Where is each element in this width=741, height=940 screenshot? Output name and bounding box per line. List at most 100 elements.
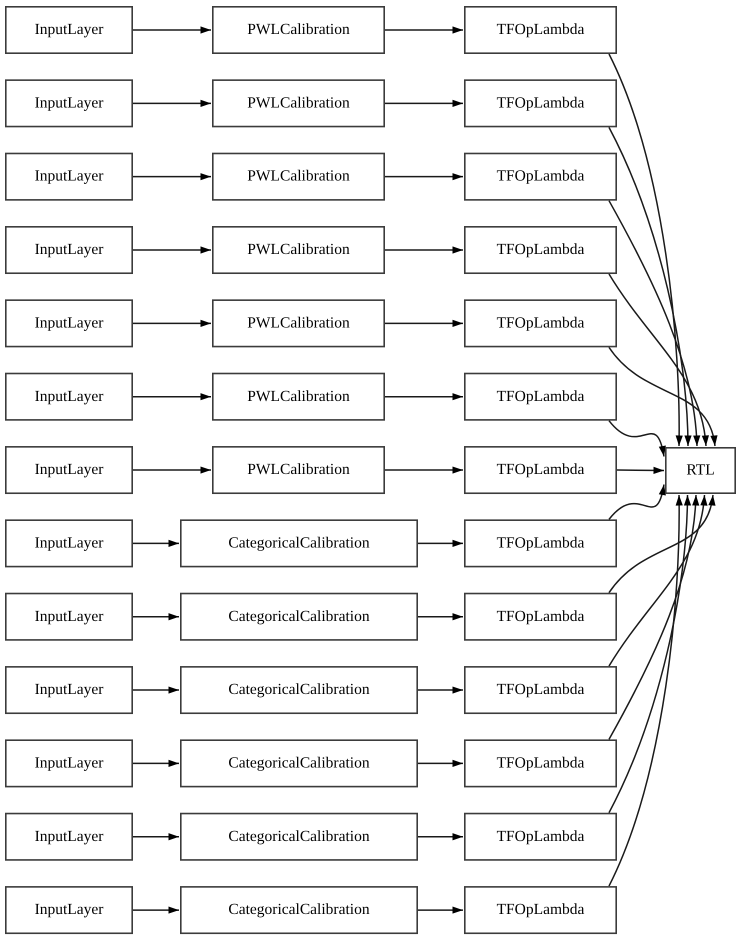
node-input-layer-5-label: InputLayer <box>35 314 105 331</box>
node-categorical-calibration-8-label: CategoricalCalibration <box>228 534 369 551</box>
node-input-layer-2-label: InputLayer <box>35 94 105 111</box>
node-categorical-calibration-9-label: CategoricalCalibration <box>228 608 369 625</box>
node-categorical-calibration-12[interactable]: CategoricalCalibration <box>180 812 418 861</box>
node-categorical-calibration-13-label: CategoricalCalibration <box>228 901 369 918</box>
node-categorical-calibration-13[interactable]: CategoricalCalibration <box>180 886 418 935</box>
node-tf-op-lambda-8[interactable]: TFOpLambda <box>463 519 617 568</box>
node-pwl-calibration-2-label: PWLCalibration <box>247 94 350 111</box>
node-tf-op-lambda-5[interactable]: TFOpLambda <box>463 299 617 348</box>
edge-lambda-to-rtl-1-line <box>608 53 680 447</box>
edge-calibration-to-lambda-5-arrowhead <box>452 319 463 327</box>
edge-lambda-to-rtl-10-arrowhead <box>700 495 708 506</box>
edge-calibration-to-lambda-2-arrowhead <box>452 99 463 107</box>
node-tf-op-lambda-11-rect <box>463 739 617 788</box>
node-categorical-calibration-10[interactable]: CategoricalCalibration <box>180 666 418 715</box>
node-tf-op-lambda-1[interactable]: TFOpLambda <box>463 6 617 55</box>
node-rtl-output[interactable]: RTL <box>664 446 736 494</box>
node-input-layer-7-rect <box>5 446 134 495</box>
node-categorical-calibration-8[interactable]: CategoricalCalibration <box>180 519 418 568</box>
node-categorical-calibration-8-rect <box>180 519 418 568</box>
node-input-layer-8-label: InputLayer <box>35 534 105 551</box>
edges-layer <box>133 26 718 914</box>
node-tf-op-lambda-11[interactable]: TFOpLambda <box>463 739 617 788</box>
node-categorical-calibration-9[interactable]: CategoricalCalibration <box>180 592 418 641</box>
edge-input-to-calibration-8-arrowhead <box>168 539 179 547</box>
edge-input-to-calibration-1-arrowhead <box>200 26 211 34</box>
edge-lambda-to-rtl-11-line <box>608 494 697 740</box>
node-pwl-calibration-3-rect <box>212 152 385 201</box>
node-input-layer-11-label: InputLayer <box>35 754 105 771</box>
node-input-layer-5[interactable]: InputLayer <box>5 299 134 348</box>
node-tf-op-lambda-6[interactable]: TFOpLambda <box>463 372 617 421</box>
node-pwl-calibration-6-rect <box>212 372 385 421</box>
node-input-layer-12[interactable]: InputLayer <box>5 812 134 861</box>
node-input-layer-10[interactable]: InputLayer <box>5 666 134 715</box>
node-tf-op-lambda-12[interactable]: TFOpLambda <box>463 812 617 861</box>
node-pwl-calibration-7-rect <box>212 446 385 495</box>
node-tf-op-lambda-9-label: TFOpLambda <box>497 608 585 625</box>
node-categorical-calibration-11[interactable]: CategoricalCalibration <box>180 739 418 788</box>
node-pwl-calibration-6[interactable]: PWLCalibration <box>212 372 385 421</box>
node-tf-op-lambda-3[interactable]: TFOpLambda <box>463 152 617 201</box>
node-pwl-calibration-7[interactable]: PWLCalibration <box>212 446 385 495</box>
node-tf-op-lambda-12-label: TFOpLambda <box>497 828 585 845</box>
node-input-layer-3-label: InputLayer <box>35 168 105 185</box>
node-pwl-calibration-5[interactable]: PWLCalibration <box>212 299 385 348</box>
node-input-layer-6-label: InputLayer <box>35 388 105 405</box>
node-input-layer-13[interactable]: InputLayer <box>5 886 134 935</box>
edge-lambda-to-rtl-1-arrowhead <box>675 435 683 446</box>
edge-lambda-to-rtl-8-arrowhead <box>658 484 666 496</box>
node-tf-op-lambda-9-rect <box>463 592 617 641</box>
node-categorical-calibration-11-label: CategoricalCalibration <box>228 754 369 771</box>
node-pwl-calibration-1[interactable]: PWLCalibration <box>212 6 385 55</box>
edge-calibration-to-lambda-9-arrowhead <box>452 613 463 621</box>
node-input-layer-2[interactable]: InputLayer <box>5 79 134 128</box>
node-tf-op-lambda-2[interactable]: TFOpLambda <box>463 79 617 128</box>
node-tf-op-lambda-9[interactable]: TFOpLambda <box>463 592 617 641</box>
node-rtl-output-rect <box>664 446 736 494</box>
edge-input-to-calibration-12-arrowhead <box>168 833 179 841</box>
node-input-layer-13-rect <box>5 886 134 935</box>
node-pwl-calibration-4[interactable]: PWLCalibration <box>212 226 385 275</box>
node-input-layer-8[interactable]: InputLayer <box>5 519 134 568</box>
node-tf-op-lambda-5-label: TFOpLambda <box>497 314 585 331</box>
node-pwl-calibration-2[interactable]: PWLCalibration <box>212 79 385 128</box>
edge-lambda-to-rtl-3-arrowhead <box>693 435 701 446</box>
node-input-layer-9-label: InputLayer <box>35 608 105 625</box>
edge-lambda-to-rtl-9-arrowhead <box>708 495 716 506</box>
node-tf-op-lambda-7[interactable]: TFOpLambda <box>463 446 617 495</box>
node-input-layer-1[interactable]: InputLayer <box>5 6 134 55</box>
node-input-layer-4-label: InputLayer <box>35 241 105 258</box>
node-tf-op-lambda-10-label: TFOpLambda <box>497 681 585 698</box>
node-tf-op-lambda-3-rect <box>463 152 617 201</box>
edge-lambda-to-rtl-5-arrowhead <box>710 435 718 446</box>
node-input-layer-9[interactable]: InputLayer <box>5 592 134 641</box>
node-pwl-calibration-2-rect <box>212 79 385 128</box>
edge-lambda-to-rtl-5-line <box>608 346 716 447</box>
edge-input-to-calibration-13-arrowhead <box>168 906 179 914</box>
node-input-layer-4[interactable]: InputLayer <box>5 226 134 275</box>
node-categorical-calibration-10-label: CategoricalCalibration <box>228 681 369 698</box>
node-input-layer-6[interactable]: InputLayer <box>5 372 134 421</box>
edge-lambda-to-rtl-12-arrowhead <box>683 495 692 506</box>
node-pwl-calibration-1-rect <box>212 6 385 55</box>
node-categorical-calibration-12-label: CategoricalCalibration <box>228 828 369 845</box>
node-tf-op-lambda-1-rect <box>463 6 617 55</box>
node-input-layer-3[interactable]: InputLayer <box>5 152 134 201</box>
node-tf-op-lambda-13[interactable]: TFOpLambda <box>463 886 617 935</box>
edge-input-to-calibration-4-arrowhead <box>200 246 211 254</box>
node-pwl-calibration-4-label: PWLCalibration <box>247 241 350 258</box>
node-tf-op-lambda-10[interactable]: TFOpLambda <box>463 666 617 715</box>
node-input-layer-7[interactable]: InputLayer <box>5 446 134 495</box>
node-input-layer-12-rect <box>5 812 134 861</box>
node-input-layer-13-label: InputLayer <box>35 901 105 918</box>
node-pwl-calibration-3[interactable]: PWLCalibration <box>212 152 385 201</box>
node-tf-op-lambda-4[interactable]: TFOpLambda <box>463 226 617 275</box>
node-pwl-calibration-1-label: PWLCalibration <box>247 21 350 38</box>
node-pwl-calibration-3-label: PWLCalibration <box>247 168 350 185</box>
node-tf-op-lambda-7-rect <box>463 446 617 495</box>
edge-lambda-to-rtl-9-line <box>608 494 714 594</box>
node-input-layer-11[interactable]: InputLayer <box>5 739 134 788</box>
